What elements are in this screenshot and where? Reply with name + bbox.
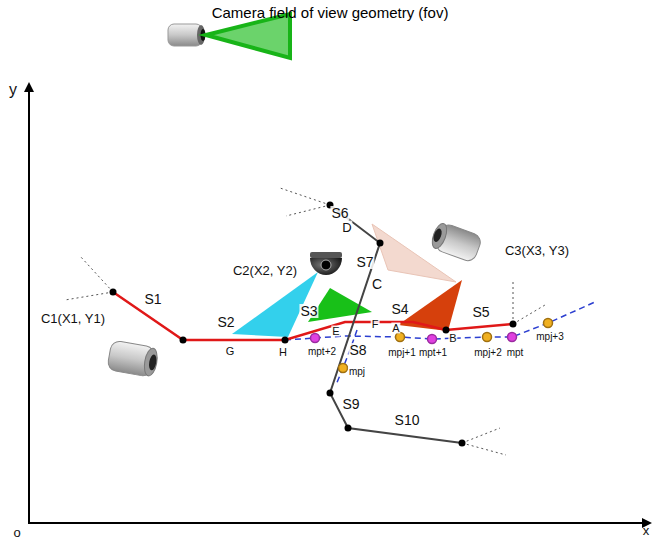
diagram-label: mpt+2 [307,347,337,357]
diagram-label: S6 [330,206,349,220]
vertices [110,202,517,447]
diagram-label: S1 [143,292,162,306]
diagram-label: o [12,526,21,539]
diagram-label: H [278,347,288,358]
diagram-label: y [8,82,18,98]
diagram-label: mpj+3 [535,332,565,342]
dotted-continuations [65,188,545,455]
measure-points [311,319,553,373]
camera-c1 [107,340,159,378]
diagram-label: S3 [299,304,318,318]
figure-title: Camera field of view geometry (fov) [212,4,449,21]
diagram-label: x [642,524,651,537]
fov-c2-left [232,272,318,337]
diagram-label: mpj+2 [473,348,503,358]
camera-c3 [429,221,483,263]
diagram-label: S7 [355,255,374,269]
diagram-label: C3(X3, Y3) [504,244,570,257]
diagram-label: D [341,221,352,234]
camera-c2 [310,252,342,275]
x-axis [28,522,650,524]
road-black [330,205,462,443]
diagram-label: mpj+1 [387,348,417,358]
diagram-label: B [448,333,457,344]
diagram-label: S10 [394,413,421,427]
diagram-label: C [371,277,383,291]
y-axis [28,84,30,524]
diagram-label: S8 [348,343,367,357]
diagram-label: F [371,319,380,330]
diagram-label: G [225,346,236,357]
diagram-label: mpj [348,367,366,377]
diagram-label: A [391,323,400,334]
diagram-label: mpt [506,348,525,358]
diagram-label: S2 [216,315,235,329]
diagram-label: S4 [390,302,409,316]
diagram-label: C1(X1, Y1) [40,312,106,325]
diagram-label: S9 [341,397,360,411]
diagram-label: mpt+1 [418,348,448,358]
trajectory [285,302,595,385]
diagram-label: S5 [471,305,490,319]
diagram-label: E [331,326,340,337]
diagram-label: C2(X2, Y2) [232,264,298,277]
fov-triangle [206,14,290,58]
